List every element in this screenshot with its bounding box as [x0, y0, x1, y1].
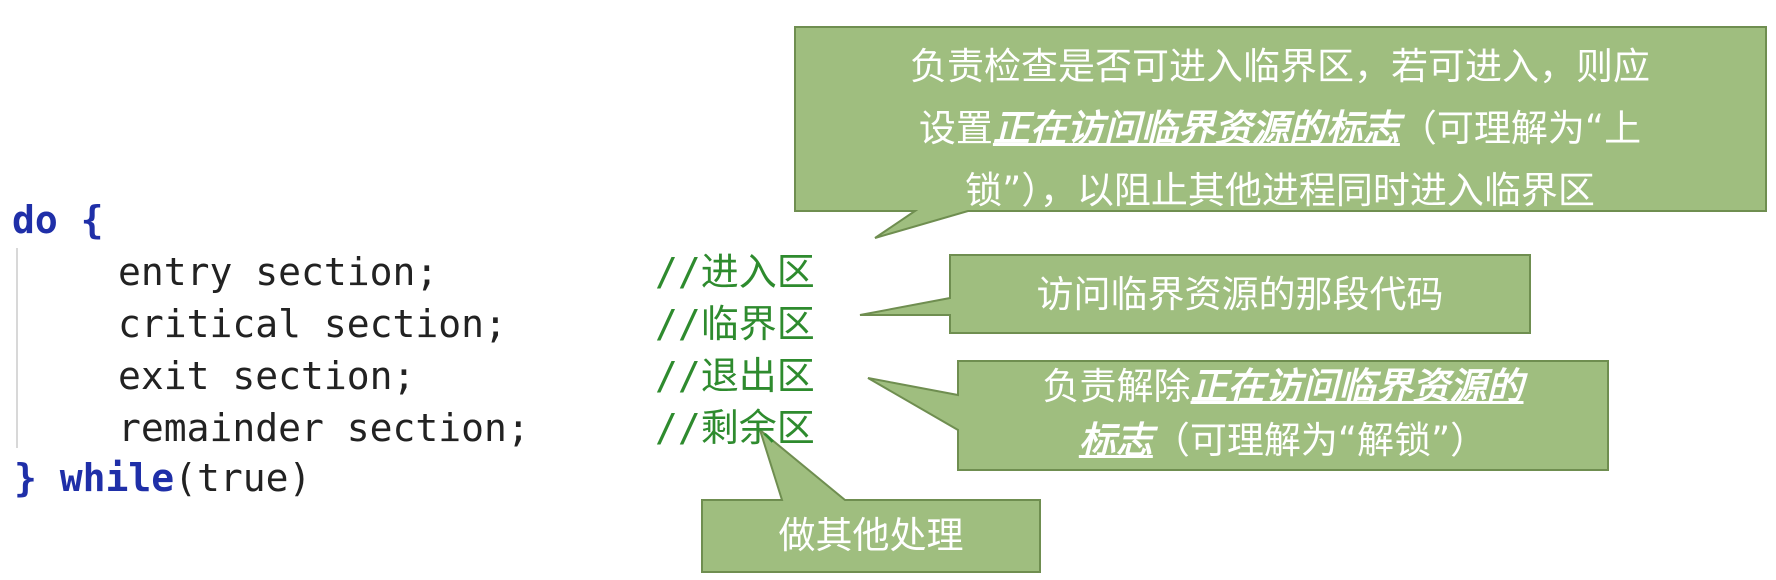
exit-callout-box [867, 360, 1609, 471]
comment-critical: //临界区 [655, 302, 815, 346]
code-indent-guide [16, 248, 18, 448]
exit-callout-line1-pre: 负责解除 [1042, 365, 1191, 408]
open-brace: { [57, 198, 104, 242]
exit-callout-text: 负责解除正在访问临界资源的 标志（可理解为“解锁”） [958, 360, 1608, 468]
exit-callout-line2-post: （可理解为“解锁”） [1152, 419, 1488, 462]
critical-callout-box [859, 254, 1531, 334]
comment-entry: //进入区 [655, 250, 815, 294]
remainder-callout-box [701, 427, 1041, 573]
code-line-critical: critical section; [118, 302, 507, 346]
entry-callout-line2-emphasis: 正在访问临界资源的标志 [992, 107, 1400, 150]
entry-callout-line2-post: （可理解为“上 [1399, 107, 1642, 150]
entry-callout-line1: 负责检查是否可进入临界区，若可进入，则应 [910, 45, 1650, 88]
while-condition: (true) [174, 456, 312, 500]
while-keyword: while [36, 456, 175, 500]
exit-callout-line2: 标志（可理解为“解锁”） [958, 414, 1608, 468]
do-keyword: do [12, 198, 58, 242]
comment-exit: //退出区 [655, 354, 815, 398]
code-line-while: } while(true) [14, 452, 311, 504]
code-line-do: do { [12, 194, 104, 246]
comment-remainder: //剩余区 [655, 406, 815, 450]
entry-callout-line2-pre: 设置 [918, 107, 993, 150]
close-brace: } [14, 456, 37, 500]
entry-callout-line2: 设置正在访问临界资源的标志（可理解为“上 [800, 98, 1760, 160]
critical-callout-text: 访问临界资源的那段代码 [1036, 273, 1444, 316]
code-line-exit: exit section; [118, 354, 416, 398]
entry-callout-line3: 锁”），以阻止其他进程同时进入临界区 [965, 169, 1595, 212]
entry-callout-text: 负责检查是否可进入临界区，若可进入，则应 设置正在访问临界资源的标志（可理解为“… [800, 36, 1760, 222]
code-line-entry: entry section; [118, 250, 439, 294]
exit-callout-line1: 负责解除正在访问临界资源的 [958, 360, 1608, 414]
code-line-remainder: remainder section; [118, 406, 530, 450]
exit-callout-line2-emphasis: 标志 [1078, 419, 1153, 462]
exit-callout-line1-emphasis: 正在访问临界资源的 [1190, 365, 1524, 408]
entry-callout-box [794, 26, 1767, 239]
remainder-callout-text: 做其他处理 [778, 514, 964, 557]
